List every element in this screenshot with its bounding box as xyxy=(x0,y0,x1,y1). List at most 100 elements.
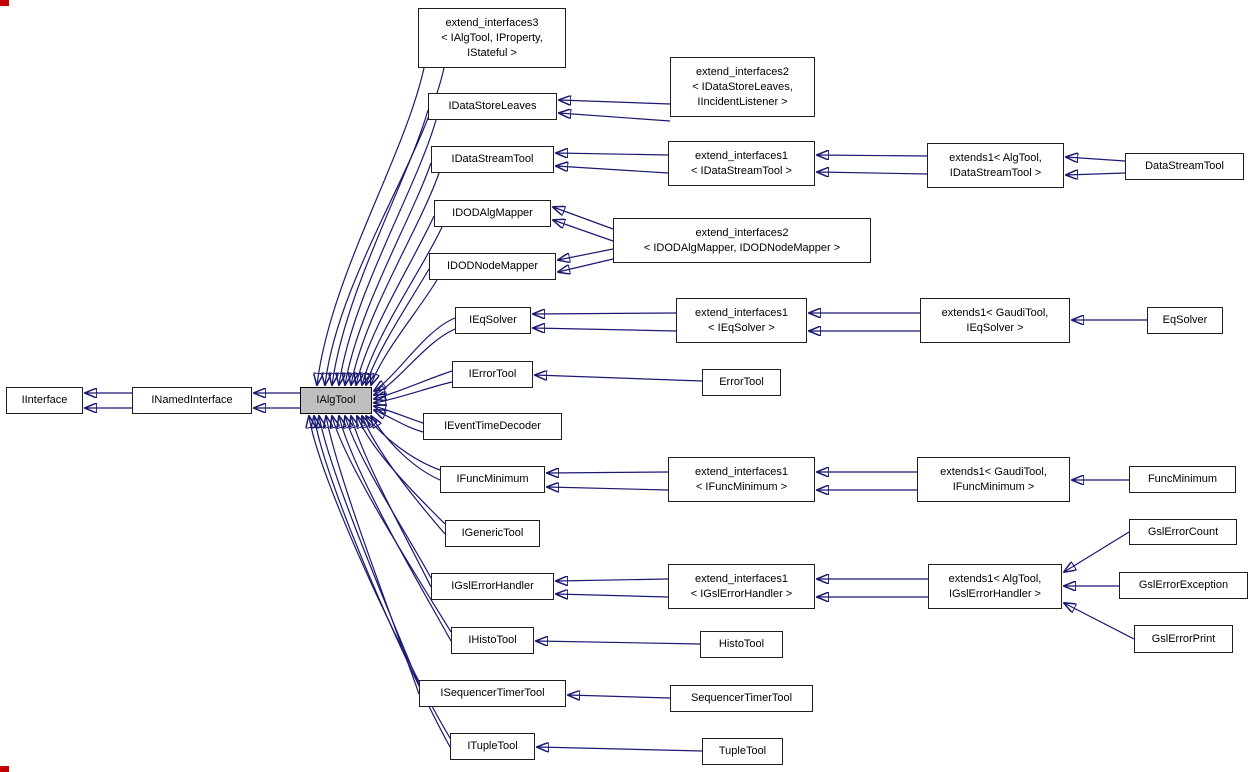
node-inamedinterface[interactable]: INamedInterface xyxy=(132,387,252,414)
node-label: IDataStreamTool xyxy=(451,153,534,165)
node-extend-interfaces2-datastoreleaves[interactable]: extend_interfaces2 < IDataStoreLeaves, I… xyxy=(670,57,815,117)
node-label: DataStreamTool xyxy=(1145,160,1224,172)
node-datastreamtool[interactable]: DataStreamTool xyxy=(1125,153,1244,180)
node-label: < IDataStreamTool > xyxy=(691,164,792,177)
node-idodnodemapper[interactable]: IDODNodeMapper xyxy=(429,253,556,280)
node-label: IDataStoreLeaves xyxy=(448,100,537,112)
node-funcminimum[interactable]: FuncMinimum xyxy=(1129,466,1236,493)
node-label: IFuncMinimum > xyxy=(952,480,1035,493)
edge-ei1eq-ieqsolver xyxy=(533,313,677,331)
node-extends1-funcminimum[interactable]: extends1< GaudiTool, IFuncMinimum > xyxy=(917,457,1070,502)
node-isequencertimertool[interactable]: ISequencerTimerTool xyxy=(419,680,566,707)
node-label: extend_interfaces1 xyxy=(695,306,788,319)
node-label: extends1< GaudiTool, xyxy=(941,306,1049,319)
node-label: IErrorTool xyxy=(468,368,517,380)
node-idodalgmapper[interactable]: IDODAlgMapper xyxy=(434,200,551,227)
edge-ei1dst-idatastreamtool xyxy=(556,153,669,174)
node-label: < IDataStoreLeaves, xyxy=(692,80,793,93)
node-label: IInterface xyxy=(21,394,68,406)
node-gslerrorprint[interactable]: GslErrorPrint xyxy=(1134,625,1233,653)
edge-ei1gsl-igslerrorhandler xyxy=(556,579,669,597)
node-itupletool[interactable]: ITupleTool xyxy=(450,733,535,760)
edge-igslerrorhandler-ialgtool xyxy=(345,416,432,588)
node-extends1-gslerrorhandler[interactable]: extends1< AlgTool, IGslErrorHandler > xyxy=(928,564,1062,609)
edge-idodalgmapper-ialgtool xyxy=(356,215,443,385)
node-histotool[interactable]: HistoTool xyxy=(700,631,783,658)
node-iinterface[interactable]: IInterface xyxy=(6,387,83,414)
edge-gslerrorcount-ext1gsl xyxy=(1064,531,1130,572)
node-label: < IGslErrorHandler > xyxy=(690,587,793,600)
node-label: HistoTool xyxy=(718,638,765,650)
edge-ei2dsl-idatastoreleaves xyxy=(559,100,671,122)
edge-ext1fm-ei1fm xyxy=(817,472,917,490)
edge-ierrortool-ialgtool xyxy=(374,370,453,403)
node-eqsolver[interactable]: EqSolver xyxy=(1147,307,1223,334)
edge-ext1eq-ei1eq xyxy=(809,313,920,331)
node-gslerrorexception[interactable]: GslErrorException xyxy=(1119,572,1248,599)
edge-datastreamtool-ext1dst xyxy=(1066,157,1126,175)
node-extend-interfaces2-dodmapper[interactable]: extend_interfaces2 < IDODAlgMapper, IDOD… xyxy=(613,218,871,263)
node-extend-interfaces1-gslerrorhandler[interactable]: extend_interfaces1 < IGslErrorHandler > xyxy=(668,564,815,609)
node-igslerrorhandler[interactable]: IGslErrorHandler xyxy=(431,573,554,600)
node-tupletool[interactable]: TupleTool xyxy=(702,738,783,765)
node-idatastoreleaves[interactable]: IDataStoreLeaves xyxy=(428,93,557,120)
node-label: IGslErrorHandler > xyxy=(948,587,1041,600)
corner-marker-top-left xyxy=(0,0,9,6)
node-label: IDODNodeMapper xyxy=(446,260,539,272)
node-gslerrorcount[interactable]: GslErrorCount xyxy=(1129,519,1237,545)
edge-ialgtool-inamedinterface xyxy=(254,393,300,408)
node-label: IEqSolver xyxy=(469,314,517,326)
edge-histotool-ihistotool xyxy=(536,641,701,644)
node-extend-interfaces3[interactable]: extend_interfaces3 < IAlgTool, IProperty… xyxy=(418,8,566,68)
edge-idatastoreleaves-ialgtool xyxy=(332,109,437,385)
node-label: < IAlgTool, IProperty, xyxy=(441,31,543,44)
node-label: ITupleTool xyxy=(467,740,518,752)
node-label: extend_interfaces1 xyxy=(695,149,788,162)
edge-ext1gsl-ei1gsl xyxy=(817,579,928,597)
node-label: extends1< AlgTool, xyxy=(948,572,1042,585)
node-igenerictool[interactable]: IGenericTool xyxy=(445,520,540,547)
edge-tupletool-itupletool xyxy=(537,747,703,751)
node-label: extend_interfaces2 xyxy=(695,226,789,239)
node-label: < IFuncMinimum > xyxy=(695,480,788,493)
edge-isequencertimertool-ialgtool xyxy=(319,416,420,695)
node-label: IDataStreamTool > xyxy=(949,166,1042,179)
edge-idatastreamtool-ialgtool xyxy=(345,162,440,385)
node-extend-interfaces1-datastreamtool[interactable]: extend_interfaces1 < IDataStreamTool > xyxy=(668,141,815,186)
node-label: extend_interfaces2 xyxy=(696,65,789,78)
node-extend-interfaces1-eqsolver[interactable]: extend_interfaces1 < IEqSolver > xyxy=(676,298,807,343)
edge-idodnodemapper-ialgtool xyxy=(366,268,438,385)
node-ifuncminimum[interactable]: IFuncMinimum xyxy=(440,466,545,493)
node-idatastreamtool[interactable]: IDataStreamTool xyxy=(431,146,554,173)
node-label: IHistoTool xyxy=(468,634,517,646)
node-label: INamedInterface xyxy=(151,394,233,406)
edge-ei3-ialgtool xyxy=(317,67,445,385)
node-label: ISequencerTimerTool xyxy=(440,687,545,699)
node-sequencertimertool[interactable]: SequencerTimerTool xyxy=(670,685,813,712)
node-extend-interfaces1-funcminimum[interactable]: extend_interfaces1 < IFuncMinimum > xyxy=(668,457,815,502)
edge-inamedinterface-iinterface xyxy=(85,393,132,408)
node-extends1-datastreamtool[interactable]: extends1< AlgTool, IDataStreamTool > xyxy=(927,143,1064,188)
node-ierrortool[interactable]: IErrorTool xyxy=(452,361,533,388)
node-label: TupleTool xyxy=(718,745,767,757)
node-ialgtool[interactable]: IAlgTool xyxy=(300,387,372,414)
node-label: IStateful > xyxy=(467,46,517,59)
node-label: extend_interfaces3 xyxy=(445,16,539,29)
node-label: FuncMinimum xyxy=(1147,473,1218,485)
edge-errortool-ierrortool xyxy=(535,375,703,382)
edge-ieqsolver-ialgtool xyxy=(374,317,456,395)
node-label: IIncidentListener > xyxy=(697,95,788,108)
node-label: EqSolver xyxy=(1162,314,1208,326)
edge-gslerrorprint-ext1gsl xyxy=(1064,603,1135,640)
node-ieventtimedecoder[interactable]: IEventTimeDecoder xyxy=(423,413,562,440)
node-ieqsolver[interactable]: IEqSolver xyxy=(455,307,531,334)
node-extends1-eqsolver[interactable]: extends1< GaudiTool, IEqSolver > xyxy=(920,298,1070,343)
node-label: IDODAlgMapper xyxy=(452,207,533,219)
node-label: GslErrorPrint xyxy=(1151,632,1216,645)
edge-sequencertimertool-isequencertimertool xyxy=(568,695,671,698)
node-errortool[interactable]: ErrorTool xyxy=(702,369,781,396)
node-ihistotool[interactable]: IHistoTool xyxy=(451,627,534,654)
corner-marker-bottom-left xyxy=(0,766,9,772)
node-label: extends1< GaudiTool, xyxy=(940,465,1047,478)
